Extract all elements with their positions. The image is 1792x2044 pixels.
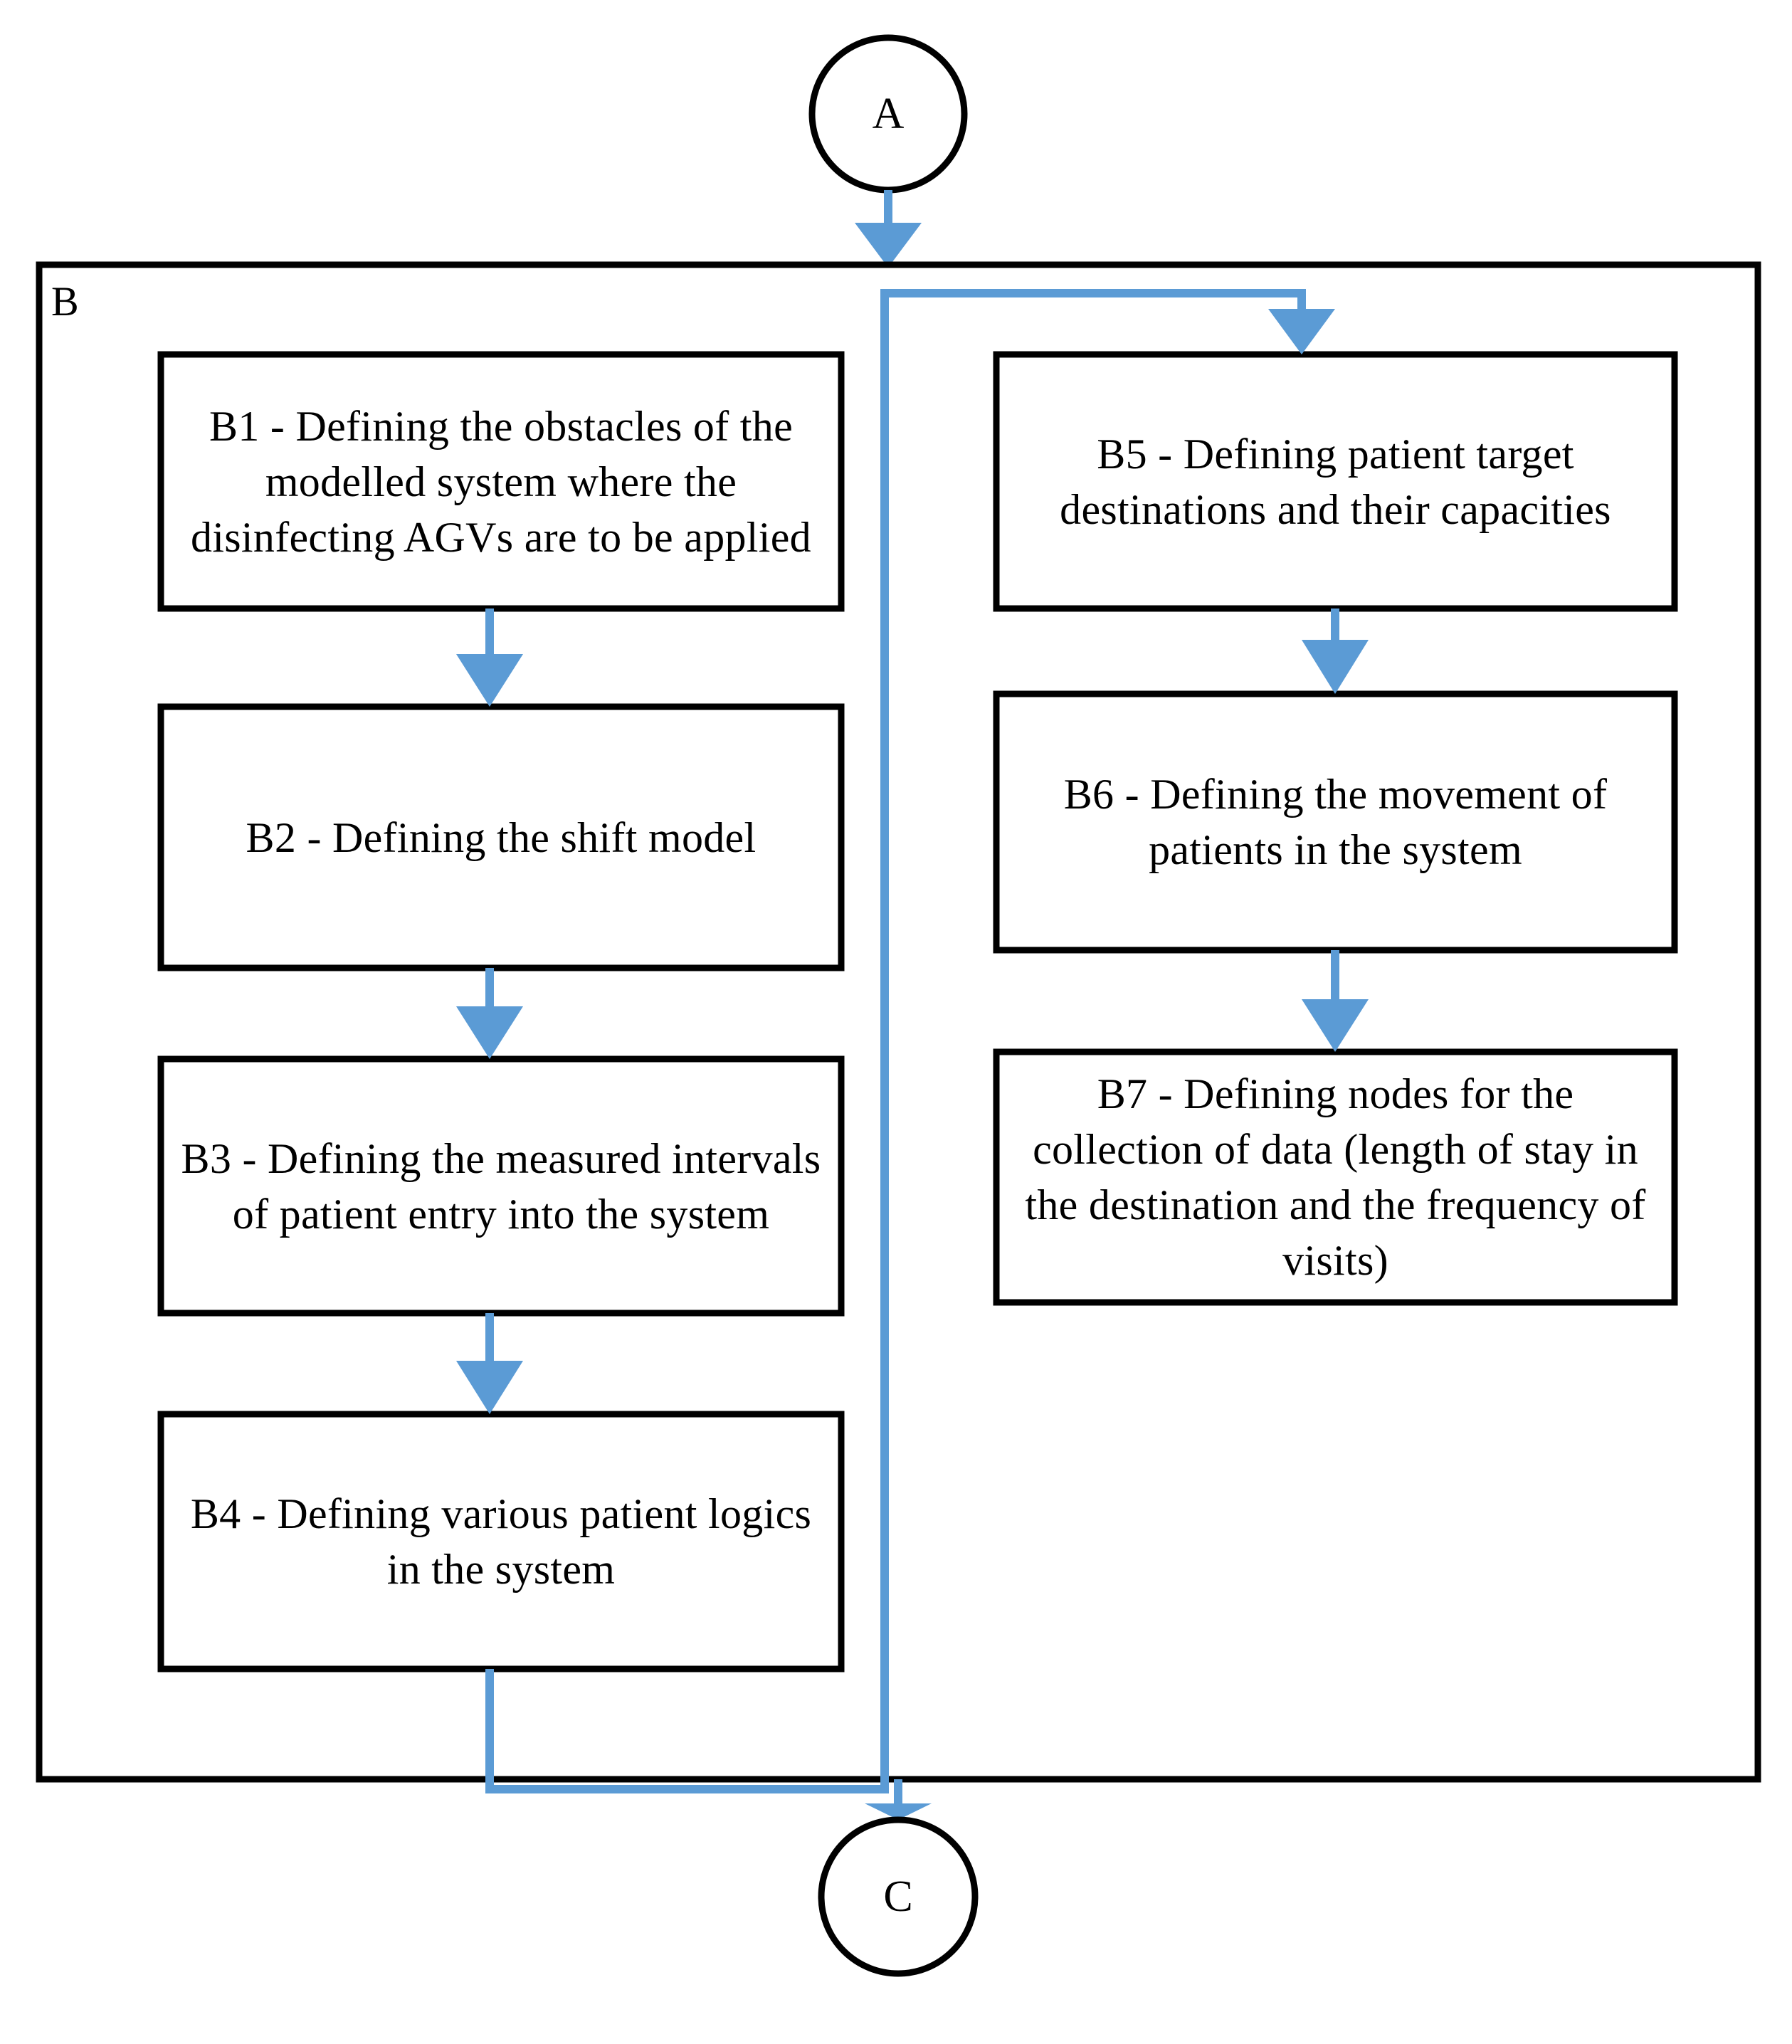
node-b2-box[interactable]: [157, 703, 845, 971]
node-b3-box[interactable]: [157, 1055, 845, 1317]
node-b4-box[interactable]: [157, 1411, 845, 1672]
edge-b6-to-b7: [1302, 950, 1369, 1052]
edge-a-to-b: [855, 190, 922, 268]
node-b1-box[interactable]: [157, 351, 845, 612]
edge-b5-to-b6: [1302, 609, 1369, 694]
edge-b1-to-b2: [456, 609, 523, 707]
node-b5-box[interactable]: [993, 351, 1678, 612]
edge-b4-to-b5: [485, 289, 1335, 1793]
edge-b3-to-b4: [456, 1313, 523, 1414]
node-b6-box[interactable]: [993, 690, 1678, 954]
node-b7-box[interactable]: [993, 1048, 1678, 1306]
terminal-c-circle[interactable]: [818, 1816, 979, 1977]
terminal-a-circle[interactable]: [808, 34, 968, 194]
edge-b-to-c: [865, 1779, 932, 1820]
edge-b2-to-b3: [456, 968, 523, 1059]
